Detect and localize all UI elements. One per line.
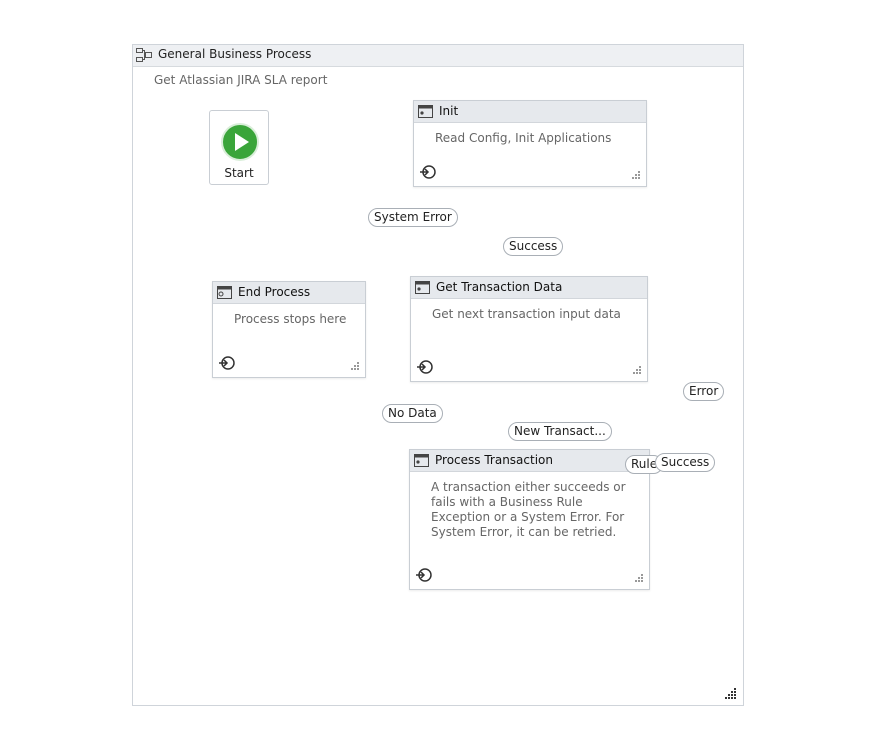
entry-icon bbox=[416, 568, 432, 582]
state-header: End Process bbox=[213, 282, 365, 304]
transition-new-transaction[interactable]: New Transact... bbox=[508, 422, 612, 441]
state-title: Init bbox=[439, 104, 459, 118]
transition-success-init[interactable]: Success bbox=[503, 237, 564, 256]
play-icon bbox=[221, 123, 259, 161]
canvas-description: Get Atlassian JIRA SLA report bbox=[154, 73, 328, 87]
state-title: Process Transaction bbox=[435, 453, 553, 467]
state-description: Process stops here bbox=[234, 312, 347, 326]
state-init[interactable]: Init Read Config, Init Applications bbox=[413, 100, 647, 187]
state-process-transaction[interactable]: Process Transaction A transaction either… bbox=[409, 449, 650, 590]
resize-grip-icon[interactable] bbox=[631, 366, 641, 376]
entry-icon bbox=[420, 165, 436, 179]
transition-rule[interactable]: Rule bbox=[625, 455, 664, 474]
resize-grip-icon[interactable] bbox=[349, 362, 359, 372]
state-description: Get next transaction input data bbox=[432, 307, 621, 321]
entry-icon bbox=[417, 360, 433, 374]
state-icon bbox=[414, 454, 429, 467]
state-title: Get Transaction Data bbox=[436, 280, 563, 294]
state-get-transaction-data[interactable]: Get Transaction Data Get next transactio… bbox=[410, 276, 648, 382]
state-description: A transaction either succeeds or fails w… bbox=[431, 480, 626, 539]
resize-grip-icon[interactable] bbox=[630, 171, 640, 181]
state-title: End Process bbox=[238, 285, 311, 299]
transition-success-process[interactable]: Success bbox=[655, 453, 716, 472]
state-header: Process Transaction bbox=[410, 450, 649, 472]
start-label: Start bbox=[224, 166, 254, 180]
final-state-icon bbox=[217, 286, 232, 299]
state-header: Get Transaction Data bbox=[411, 277, 647, 299]
transition-no-data[interactable]: No Data bbox=[382, 404, 443, 423]
state-icon bbox=[415, 281, 430, 294]
entry-icon bbox=[219, 356, 235, 370]
transition-system-error[interactable]: System Error bbox=[368, 208, 458, 227]
canvas-header: General Business Process bbox=[133, 45, 743, 67]
state-header: Init bbox=[414, 101, 646, 123]
canvas-title: General Business Process bbox=[158, 47, 312, 61]
start-node[interactable]: Start bbox=[209, 110, 269, 185]
state-machine-icon bbox=[136, 48, 152, 62]
state-end-process[interactable]: End Process Process stops here bbox=[212, 281, 366, 378]
state-description: Read Config, Init Applications bbox=[435, 131, 612, 145]
canvas-resize-grip-icon[interactable] bbox=[725, 687, 737, 699]
resize-grip-icon[interactable] bbox=[633, 574, 643, 584]
transition-error[interactable]: Error bbox=[683, 382, 725, 401]
state-icon bbox=[418, 105, 433, 118]
